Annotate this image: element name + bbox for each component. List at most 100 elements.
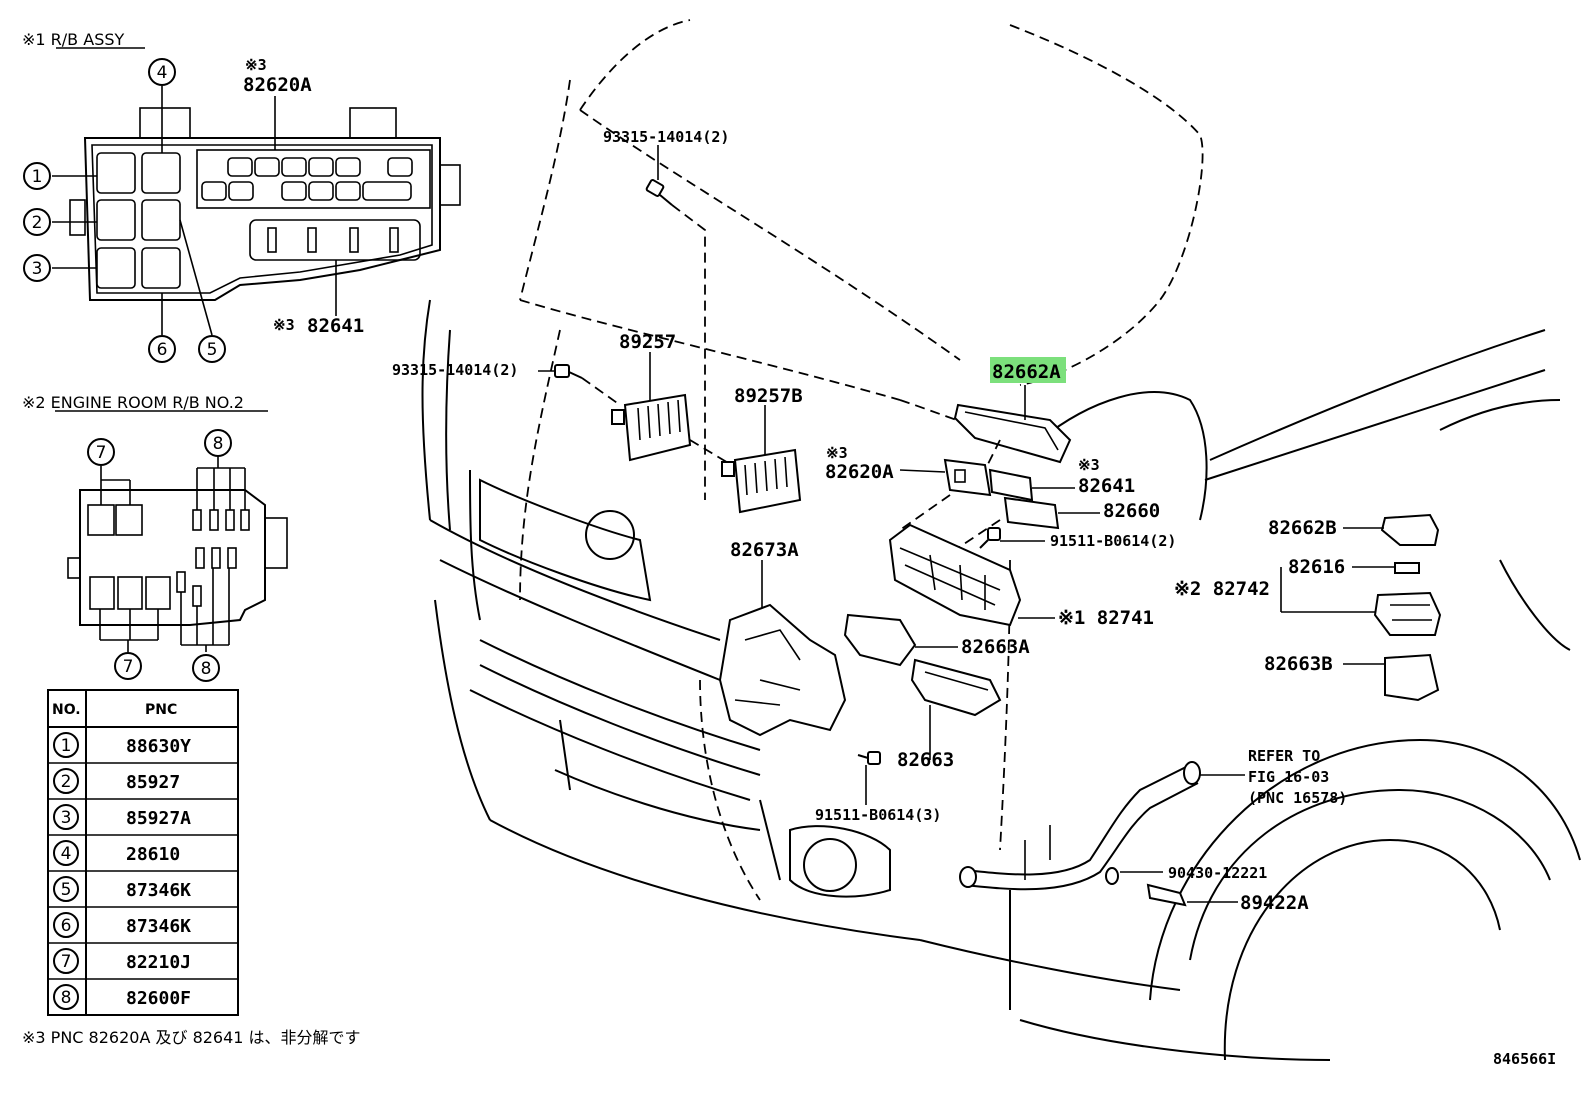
sensor-89422A — [1146, 883, 1187, 907]
table-header-no: NO. — [52, 702, 81, 718]
label-82741: ※1 82741 — [1058, 607, 1154, 629]
callout-2: 2 — [23, 208, 51, 236]
label-refer-3: (PNC 16578) — [1248, 789, 1347, 807]
bolt-icon — [857, 751, 881, 765]
gasket — [1105, 867, 1119, 885]
label-82616: 82616 — [1288, 556, 1345, 578]
svg-text:8: 8 — [201, 659, 212, 679]
label-82742: ※2 82742 — [1174, 578, 1270, 600]
callout-8-top: 8 — [204, 429, 232, 457]
svg-text:82600F: 82600F — [126, 988, 191, 1009]
label-82673A: 82673A — [730, 539, 799, 561]
figure-id: 846566I — [1493, 1050, 1556, 1068]
callout-6: 6 — [148, 335, 176, 363]
table-row: 1 88630Y — [53, 732, 191, 758]
label-82662B: 82662B — [1268, 517, 1337, 539]
highlight-marker — [990, 357, 1066, 383]
table-header-pnc: PNC — [145, 702, 177, 718]
table-row: 8 82600F — [53, 984, 191, 1010]
rb-assy-title: ※1 R/B ASSY — [22, 30, 125, 49]
svg-text:7: 7 — [96, 443, 107, 463]
module-89257 — [611, 393, 692, 462]
label-82662A[interactable]: 82662A — [992, 361, 1061, 383]
part-labels: 93315-14014(2) 93315-14014(2) 89257 8925… — [392, 128, 1347, 914]
bracket-82663A — [843, 613, 917, 667]
svg-text:5: 5 — [61, 880, 72, 900]
relay-82620A — [943, 458, 992, 497]
svg-text:3: 3 — [61, 808, 72, 828]
svg-text:2: 2 — [32, 213, 43, 233]
callout-4: 4 — [148, 58, 176, 86]
bolt-icon — [645, 179, 673, 206]
svg-text:4: 4 — [61, 844, 72, 864]
table-row: 4 28610 — [53, 840, 180, 866]
hose — [959, 761, 1201, 891]
svg-text:3: 3 — [32, 259, 43, 279]
rb-relay-grid — [96, 152, 181, 289]
label-82641: 82641 — [1078, 475, 1135, 497]
bolt-icon — [554, 364, 583, 379]
svg-text:88630Y: 88630Y — [126, 736, 191, 757]
label-refer-1: REFER TO — [1248, 747, 1320, 765]
svg-text:85927A: 85927A — [126, 808, 191, 829]
label-89257: 89257 — [619, 331, 676, 353]
rb-assy-detail: ※1 R/B ASSY ※3 82620A — [22, 30, 461, 337]
callout-5: 5 — [198, 335, 226, 363]
table-row: 3 85927A — [53, 804, 191, 830]
bracket-82673A — [718, 603, 847, 737]
table-row: 5 87346K — [53, 876, 191, 902]
label-91511-b: 91511-B0614(3) — [815, 806, 941, 824]
engine-bay-parts — [538, 145, 1442, 907]
table-row: 2 85927 — [53, 768, 180, 794]
cover-82662B — [1380, 513, 1440, 546]
label-89257B: 89257B — [734, 385, 803, 407]
label-89422A: 89422A — [1240, 892, 1309, 914]
svg-text:8: 8 — [61, 988, 72, 1008]
label-82660: 82660 — [1103, 500, 1160, 522]
module-89257B — [721, 448, 802, 514]
rb-housing-82741 — [888, 523, 1022, 627]
rb-bottom-note: ※3 — [273, 316, 295, 334]
svg-text:87346K: 87346K — [126, 880, 191, 901]
relay-82660 — [1003, 496, 1060, 530]
table-row: 7 82210J — [53, 948, 191, 974]
callout-7-top: 7 — [87, 438, 115, 466]
svg-text:5: 5 — [207, 340, 218, 360]
relay-82641 — [988, 468, 1034, 502]
rb-top-pnc: 82620A — [243, 74, 312, 96]
cover-82662A — [953, 403, 1072, 464]
callout-3: 3 — [23, 254, 51, 282]
engine-room-rb-detail: ※2 ENGINE ROOM R/B NO.2 — [22, 393, 288, 652]
svg-text:8: 8 — [213, 434, 224, 454]
svg-text:1: 1 — [32, 167, 43, 187]
svg-text:4: 4 — [157, 63, 168, 83]
label-82663: 82663 — [897, 749, 954, 771]
svg-text:87346K: 87346K — [126, 916, 191, 937]
svg-text:6: 6 — [61, 916, 72, 936]
callout-7-bottom: 7 — [114, 652, 142, 680]
table-row: 6 87346K — [53, 912, 191, 938]
svg-text:7: 7 — [61, 952, 72, 972]
label-82641-note: ※3 — [1078, 456, 1100, 474]
rb-fuse-row — [201, 157, 413, 201]
bracket-82663B — [1384, 653, 1440, 702]
bracket-82663 — [910, 658, 1002, 717]
label-93315-mid: 93315-14014(2) — [392, 361, 518, 379]
label-82663A: 82663A — [961, 636, 1030, 658]
rb-82742 — [1373, 591, 1442, 636]
label-93315-top: 93315-14014(2) — [603, 128, 729, 146]
bolt-icon — [979, 527, 1001, 549]
fuse-82616 — [1394, 562, 1420, 574]
label-82663B: 82663B — [1264, 653, 1333, 675]
label-refer-2: FIG 16-03 — [1248, 768, 1329, 786]
svg-text:85927: 85927 — [126, 772, 180, 793]
label-82620A-note: ※3 — [826, 444, 848, 462]
vehicle-outline — [421, 19, 1581, 1061]
callout-circles: 1 2 3 4 6 5 7 8 7 8 — [23, 58, 232, 682]
pnc-table: NO. PNC 1 88630Y 2 85927 3 85927A 4 2861… — [47, 689, 239, 1016]
footnote: ※3 PNC 82620A 及び 82641 は、非分解です — [22, 1028, 361, 1047]
svg-text:82210J: 82210J — [126, 952, 191, 973]
svg-text:1: 1 — [61, 736, 72, 756]
